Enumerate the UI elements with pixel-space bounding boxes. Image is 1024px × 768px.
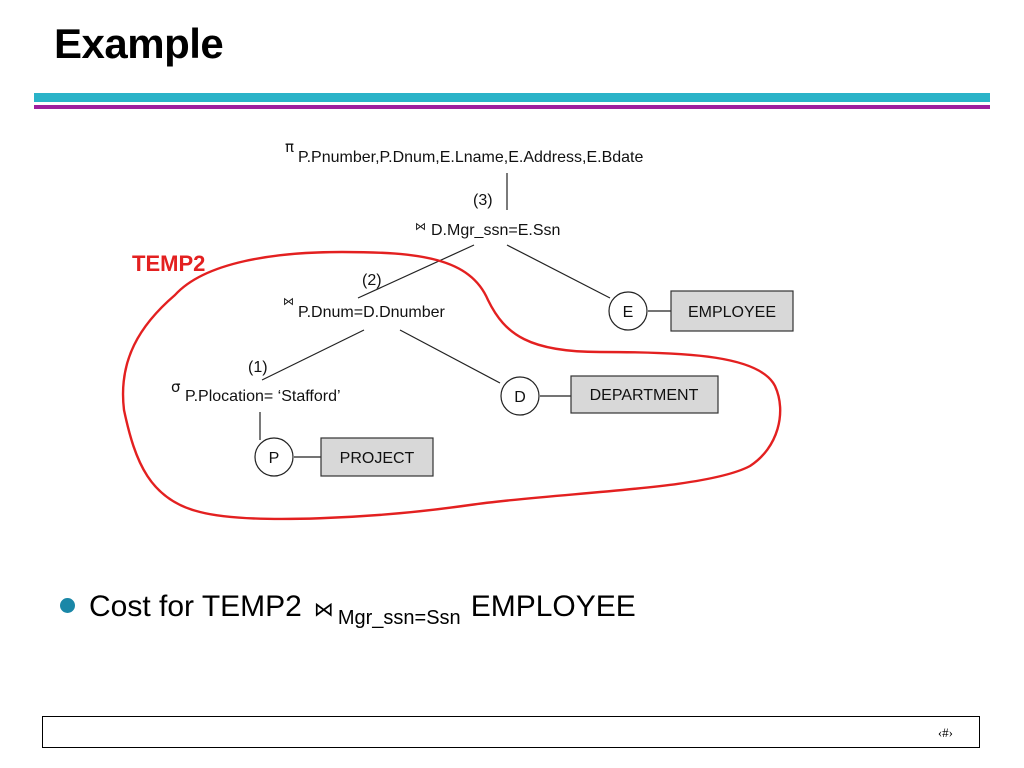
edge-join3-employee <box>506 244 611 299</box>
temp2-region-outline <box>121 250 782 521</box>
title-rule-cyan <box>34 93 990 102</box>
page-number: ‹#› <box>937 725 953 740</box>
bullet-item: Cost for TEMP2 ⋈Mgr_ssn=Ssn EMPLOYEE <box>60 590 636 630</box>
step-label-1: (1) <box>248 359 268 376</box>
projection-attributes: P.Pnumber,P.Dnum,E.Lname,E.Address,E.Bda… <box>298 149 643 166</box>
project-alias-node <box>254 437 294 477</box>
employee-relation: EMPLOYEE <box>688 304 776 321</box>
bullet-suffix: EMPLOYEE <box>470 590 636 623</box>
project-relation-box <box>320 437 434 477</box>
edge-join2-department <box>399 329 501 384</box>
selection-condition: P.Plocation= ‘Stafford’ <box>185 388 341 405</box>
edge-join2-select <box>261 329 365 381</box>
department-relation: DEPARTMENT <box>590 387 699 404</box>
temp2-label: TEMP2 <box>132 251 205 276</box>
bullet-prefix: Cost for TEMP2 <box>89 590 302 623</box>
bullet-join-condition: Mgr_ssn=Ssn <box>337 607 461 629</box>
department-alias-node <box>500 376 540 416</box>
bullet-icon <box>60 597 75 613</box>
slide-title: Example <box>54 20 224 67</box>
department-relation-box <box>570 375 719 414</box>
join-symbol-2: ⋈ <box>283 295 294 308</box>
step-label-2: (2) <box>362 272 382 289</box>
department-alias: D <box>514 389 526 406</box>
employee-relation-box <box>670 290 794 332</box>
project-relation: PROJECT <box>340 450 415 467</box>
footer-box: ‹#› <box>42 716 980 748</box>
edge-join3-join2 <box>357 244 475 299</box>
projection-symbol: π <box>285 138 294 156</box>
title-rule-purple <box>34 105 990 109</box>
project-alias: P <box>269 450 280 467</box>
join-symbol-3: ⋈ <box>415 220 426 233</box>
employee-alias: E <box>623 304 634 321</box>
employee-alias-node <box>608 291 648 331</box>
bullet-join-symbol: ⋈ <box>313 597 334 621</box>
join-condition-3: D.Mgr_ssn=E.Ssn <box>431 222 560 239</box>
selection-symbol: σ <box>171 378 181 396</box>
join-condition-2: P.Dnum=D.Dnumber <box>298 304 446 321</box>
step-label-3: (3) <box>473 192 493 209</box>
